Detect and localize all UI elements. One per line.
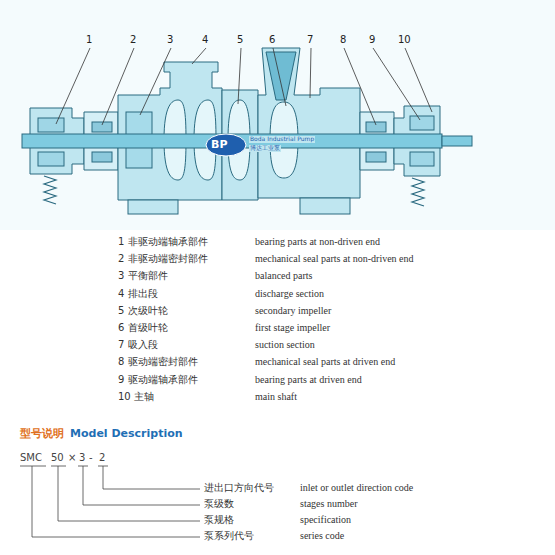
part-name-zh: 1 非驱动端轴承部件	[118, 236, 208, 248]
part-name-en: balanced parts	[255, 270, 312, 282]
part-name-zh: 3 平衡部件	[118, 270, 168, 282]
callout-number: 9	[369, 34, 375, 46]
code-meaning-en: stages number	[300, 498, 358, 510]
logo-name-zh: 博达工业泵	[249, 145, 281, 152]
part-name-zh: 7 吸入段	[118, 339, 158, 351]
part-name-en: first stage impeller	[255, 322, 330, 334]
part-name-en: bearing parts at non-driven end	[255, 236, 380, 248]
callout-number: 2	[130, 34, 136, 46]
seal-ring	[92, 152, 112, 162]
part-name-zh: 9 驱动端轴承部件	[118, 374, 198, 386]
section-heading: 型号说明	[20, 428, 64, 441]
model-code-part: 50	[51, 452, 64, 464]
part-name-zh: 8 驱动端密封部件	[118, 356, 198, 368]
code-meaning-en: inlet or outlet direction code	[300, 482, 413, 494]
pump-body	[30, 48, 440, 214]
callout-number: 10	[398, 34, 411, 46]
code-meaning-zh: 进出口方向代号	[204, 482, 274, 494]
part-name-zh: 6 首级叶轮	[118, 322, 168, 334]
callout-number: 3	[167, 34, 173, 46]
section-heading: Model Description	[70, 428, 183, 441]
model-code-brackets	[20, 466, 200, 537]
model-code-part: 2	[99, 452, 105, 464]
seal-ring	[92, 122, 112, 132]
bearing-left	[38, 152, 64, 166]
part-name-en: mechanical seal parts at driven end	[255, 356, 395, 368]
part-name-zh: 10 主轴	[118, 391, 154, 403]
foot	[300, 198, 350, 214]
callout-number: 8	[340, 34, 346, 46]
part-name-en: discharge section	[255, 288, 324, 300]
foot	[128, 200, 178, 214]
suction-section	[258, 48, 360, 198]
part-name-en: main shaft	[255, 391, 297, 403]
part-name-zh: 4 排出段	[118, 288, 158, 300]
part-name-en: suction section	[255, 339, 315, 351]
callout-number: 7	[307, 34, 313, 46]
part-name-en: bearing parts at driven end	[255, 374, 362, 386]
callout-number: 6	[269, 34, 275, 46]
seal-ring	[366, 152, 386, 162]
part-name-en: secondary impeller	[255, 305, 331, 317]
logo-oval	[206, 134, 246, 156]
model-code-part: ×	[68, 452, 76, 464]
spring	[412, 178, 424, 206]
code-meaning-zh: 泵规格	[204, 514, 234, 526]
code-meaning-en: series code	[300, 530, 344, 542]
suction-inlet	[266, 52, 296, 100]
model-code-part: -	[89, 452, 93, 464]
callout-number: 5	[237, 34, 243, 46]
seal-ring	[366, 122, 386, 132]
part-name-en: mechanical seal parts at non-driven end	[255, 253, 414, 265]
logo-name: Boda Industrial Pump	[249, 136, 315, 143]
shaft-end	[442, 136, 472, 146]
bearing-right	[410, 152, 434, 166]
part-name-zh: 5 次级叶轮	[118, 305, 168, 317]
callout-number: 4	[202, 34, 208, 46]
callout-number: 1	[86, 34, 92, 46]
illustration-ground	[0, 0, 555, 230]
spring	[44, 176, 56, 204]
code-meaning-zh: 泵系列代号	[204, 530, 254, 542]
discharge-section	[118, 62, 222, 200]
code-meaning-zh: 泵级数	[204, 498, 234, 510]
leader-lines	[56, 48, 432, 125]
logo-mark: BP	[211, 139, 227, 152]
code-meaning-en: specification	[300, 514, 351, 526]
model-code-part: 3	[79, 452, 85, 464]
bearing-right	[410, 116, 434, 130]
model-code-part: SMC	[20, 452, 42, 464]
bearing-left	[38, 118, 64, 132]
part-name-zh: 2 非驱动端密封部件	[118, 253, 208, 265]
